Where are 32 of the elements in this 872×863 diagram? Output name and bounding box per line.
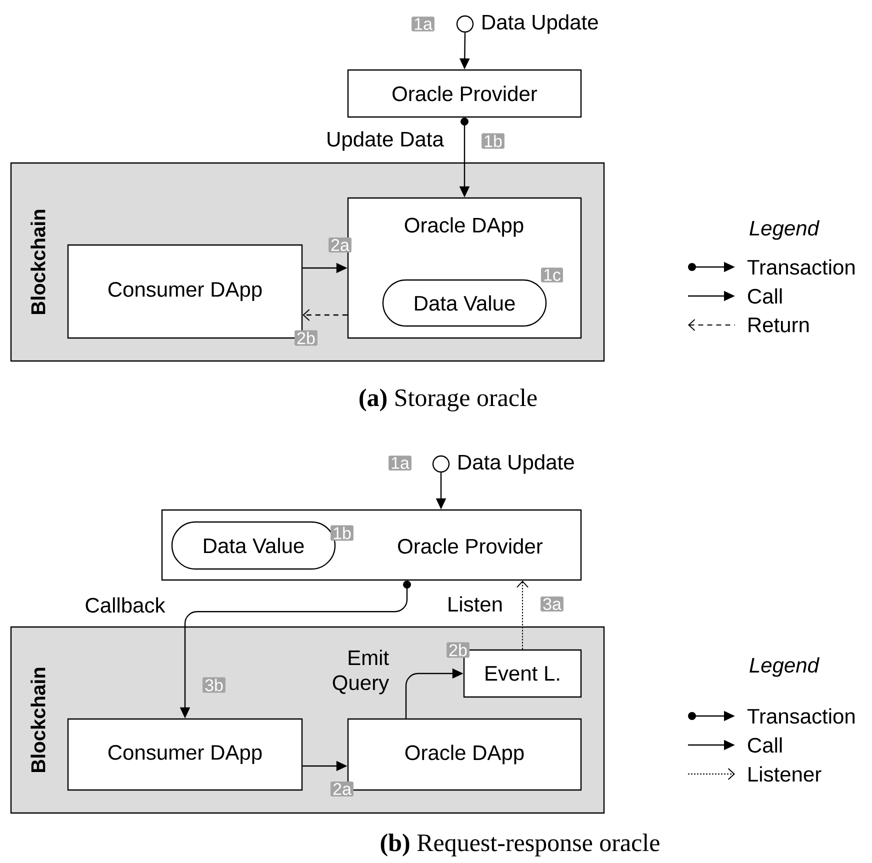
caption: (a) Storage oracle — [360, 388, 537, 412]
step-badge: 1c — [541, 268, 563, 282]
step-badge: 1a — [412, 16, 434, 32]
arrow — [302, 309, 348, 321]
legend-text: Call — [748, 288, 782, 304]
step-badge: 2b — [446, 642, 470, 658]
node-label: Data Update — [458, 454, 574, 474]
step-badge: 2a — [330, 782, 354, 797]
legend-text: Call — [748, 737, 782, 753]
legend-text: Listener — [748, 766, 822, 782]
caption: (b) Request-response oracle — [380, 834, 660, 856]
step-badge: 2b — [294, 330, 318, 346]
step-badge: 1b — [482, 133, 504, 149]
step-badge: 1b — [330, 525, 354, 541]
node-label: Data Update — [482, 14, 598, 34]
edge-label: Emit Query — [332, 650, 390, 694]
legend-title: Legend — [750, 657, 820, 677]
step-badge: 1a — [388, 456, 412, 470]
step-badge: 2a — [328, 238, 352, 253]
legend-text: Transaction — [747, 259, 854, 275]
legend-text: Transaction — [747, 708, 854, 724]
step-badge: 3b — [202, 677, 226, 693]
arrow — [516, 580, 528, 650]
process-box: Consumer DApp — [67, 718, 303, 791]
step-badge: 3a — [540, 596, 564, 612]
edge-label: Listen — [448, 596, 502, 612]
legend-title: Legend — [750, 220, 820, 240]
data-pill: Data Value — [382, 279, 547, 327]
edge-label: Update Data — [328, 131, 444, 151]
process-box: Oracle Provider — [347, 69, 582, 118]
legend-text: Return — [748, 318, 809, 332]
edge-label: Callback — [86, 597, 166, 613]
